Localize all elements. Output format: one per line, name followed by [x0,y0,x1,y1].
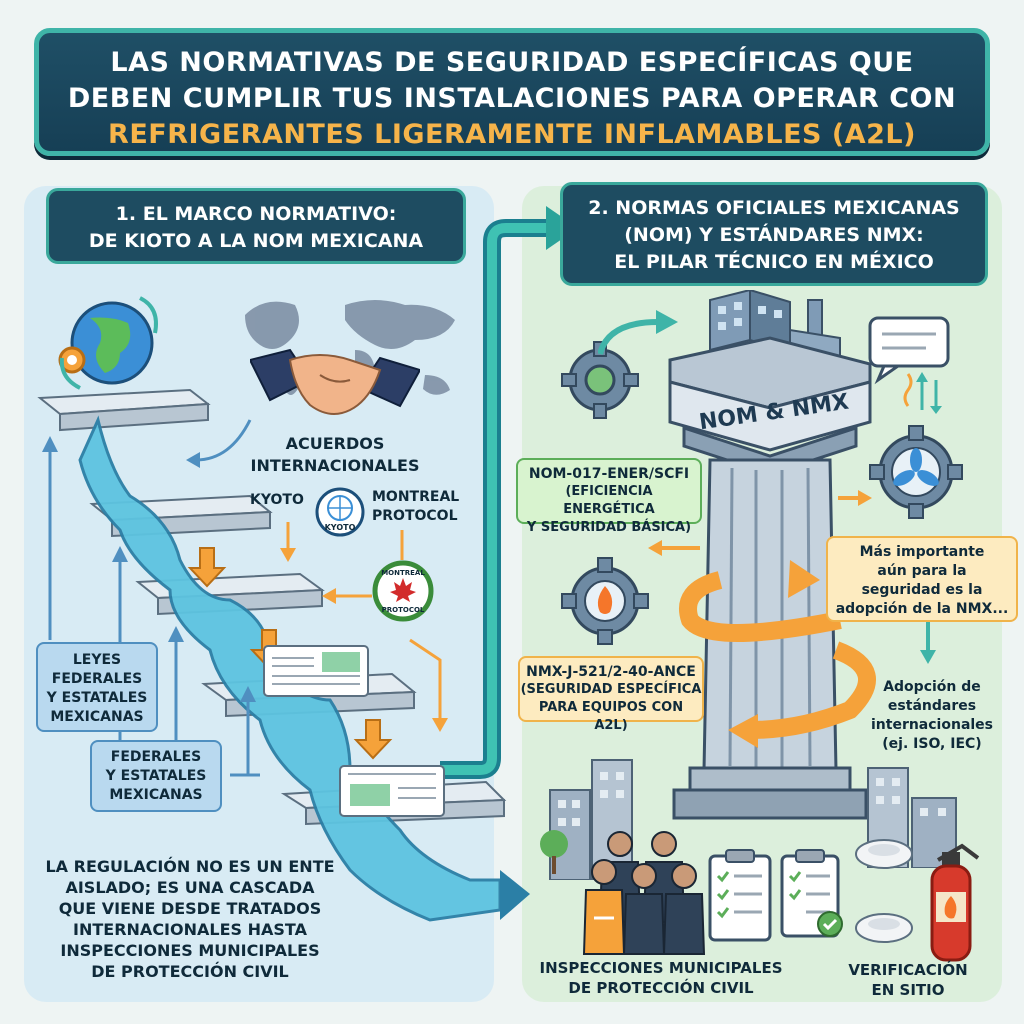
adopcion-line-3: internacionales [870,717,994,733]
section-2-title: 2. Normas Oficiales Mexicanas (NOM) y Es… [560,182,988,286]
montreal-seal-bottom: PROTOCOL [382,606,425,614]
inspector-group-icon [582,831,706,955]
verificacion-line-1: Verificación [848,961,968,979]
acuerdos-line-1: Acuerdos [285,434,385,453]
caption-line-6: de protección civil [91,962,289,981]
leyes-line-4: MEXICANAS [50,709,144,725]
inspecciones-label: INSPECCIONES MUNICIPALES DE PROTECCIÓN C… [528,958,794,998]
section-2-title-line-3: El pilar técnico en México [614,251,934,273]
nom-line-3: Y SEGURIDAD BÁSICA) [526,520,692,535]
federales-line-2: Y ESTATALES [105,768,207,784]
montreal-seal-icon: MONTREAL PROTOCOL [372,560,434,622]
speech-bubble-icon [868,316,950,414]
adopcion-line-2: estándares [887,698,977,714]
adopcion-label: Adopción de estándares internacionales (… [844,678,1020,754]
fan-gear-icon [869,425,963,519]
inspecciones-line-1: INSPECCIONES MUNICIPALES [539,959,783,977]
section-1-title-line-1: 1. El marco normativo: [115,203,397,225]
nom-code: NOM-017-ENER/SCFI [528,466,690,482]
section-2-title-line-1: 2. Normas Oficiales Mexicanas [588,197,960,219]
montreal-label: MONTREAL PROTOCOL [372,488,459,526]
document-icon [263,645,369,697]
adopcion-line-1: Adopción de [883,679,981,695]
federales-line-1: FEDERALES [110,749,202,765]
document-icon [339,765,445,817]
section-2-title-line-2: (NOM) y Estándares NMX: [624,224,924,246]
caption-line-5: inspecciones municipales [60,941,320,960]
section-1-title-line-2: de Kioto a la NOM mexicana [88,230,424,252]
montreal-seal-top: MONTREAL [381,569,425,577]
verificacion-line-2: en sitio [871,981,945,999]
federales-box: FEDERALES Y ESTATALES MEXICANAS [90,740,222,812]
leyes-line-3: Y ESTATALES [46,690,148,706]
flame-gear-icon [561,557,649,645]
nmx-line-3: PARA EQUIPOS CON A2L) [538,700,684,733]
kyoto-seal-text: KYOTO [325,523,356,532]
leyes-line-2: FEDERALES [51,671,143,687]
section-1-title: 1. El marco normativo: de Kioto a la NOM… [46,188,466,264]
caption-line-1: La regulación no es un ente [45,857,335,876]
city-buildings-icon [540,759,633,880]
gear-arrow-icon [598,310,678,355]
nmx-box: NMX-J-521/2-40-ANCE (SEGURIDAD ESPECÍFIC… [518,656,704,733]
title-line-1: Las normativas de seguridad específicas … [110,47,914,78]
importante-line-2: aún para la [877,563,967,579]
montreal-line-2: PROTOCOL [372,508,458,524]
leyes-line-1: LEYES [72,652,122,668]
caption-line-4: internacionales hasta [73,920,307,939]
gear-icon [561,341,639,419]
importante-line-3: seguridad es la [861,582,983,598]
fire-extinguisher-icon [930,843,980,962]
leyes-box: LEYES FEDERALES Y ESTATALES MEXICANAS [36,642,158,732]
nmx-code: NMX-J-521/2-40-ANCE [526,664,696,680]
federales-line-3: MEXICANAS [109,787,203,803]
montreal-line-1: MONTREAL [372,489,460,505]
importante-box: Más importante aún para la seguridad es … [826,536,1018,622]
caption-line-3: que viene desde tratados [58,899,322,918]
handshake-icon [250,348,420,415]
clipboard-checklist-icon [708,849,843,942]
title-banner: Las normativas de seguridad específicas … [34,28,990,156]
globe-icon [58,296,158,390]
caption-line-2: aislado; es una cascada [65,878,315,897]
adopcion-line-4: (ej. ISO, IEC) [882,736,982,752]
cascade-caption: La regulación no es un ente aislado; es … [40,856,340,982]
title-line-2: deben cumplir tus instalaciones para ope… [67,83,957,114]
nom-box: NOM-017-ENER/SCFI (EFICIENCIA ENERGÉTICA… [516,458,702,535]
nom-line-2: (EFICIENCIA ENERGÉTICA [563,484,655,517]
pillar-icon [668,290,876,820]
verificacion-label: Verificación en sitio [820,960,996,1000]
acuerdos-line-2: internacionales [250,456,420,475]
smoke-detector-icon [855,839,913,943]
importante-line-1: Más importante [859,544,985,560]
inspecciones-line-2: DE PROTECCIÓN CIVIL [568,979,754,997]
importante-line-4: adopción de la NMX... [835,601,1009,617]
factory-icon [709,290,841,362]
kyoto-seal-icon: KYOTO [315,487,365,537]
kyoto-label: KYOTO [250,492,304,508]
nmx-line-2: (SEGURIDAD ESPECÍFICA [520,682,702,697]
acuerdos-label: Acuerdos internacionales [250,433,420,477]
title-line-3: refrigerantes ligeramente inflamables (A… [108,119,916,150]
